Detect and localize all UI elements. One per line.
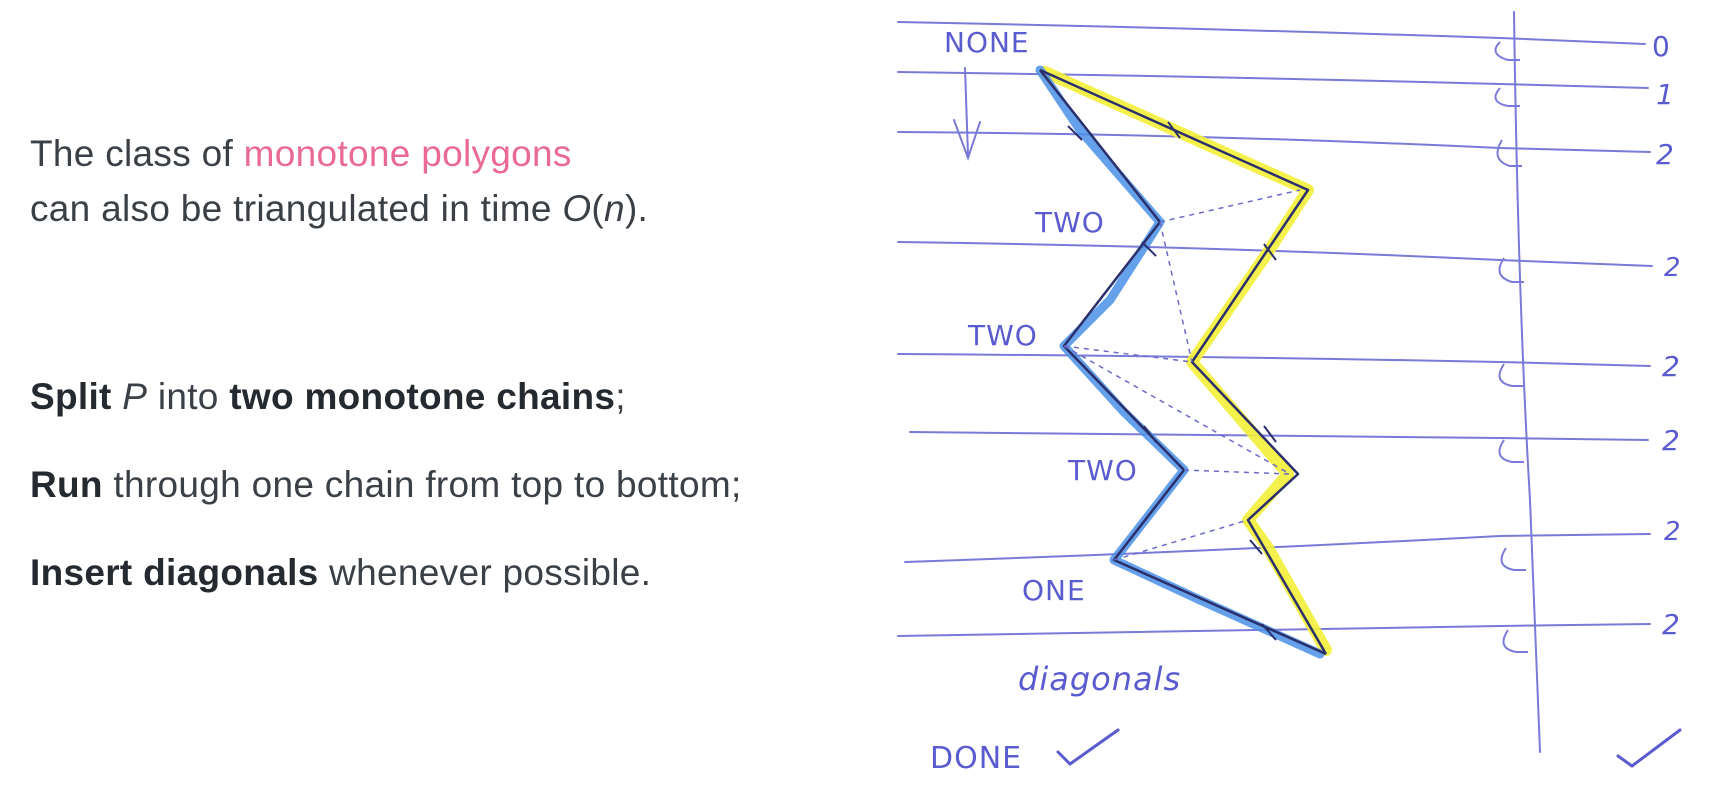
stack-count-4: 2 [1662,350,1681,383]
tick-4 [1141,241,1157,257]
step-run: Run through one chain from top to bottom… [30,463,742,507]
sweep-line-5 [909,431,1649,441]
diagonal-2 [1159,221,1193,363]
tick-3 [1263,243,1277,261]
bracket-3 [1498,257,1524,283]
bracket-5 [1498,439,1524,463]
run-keyword: Run [30,464,103,505]
split-keyword: Split [30,376,112,417]
bracket-1 [1494,87,1520,107]
intro-line-2-text: can also be triangulated in time [30,188,563,229]
split-end: ; [615,376,626,417]
stack-count-1: 1 [1656,78,1675,111]
polygon-outline [1039,68,1328,656]
polygon-variable: P [122,376,148,417]
sweep-line-1 [897,71,1649,89]
diagonal-5 [1183,469,1291,475]
insert-rest: whenever possible. [318,552,652,593]
label-done: DONE [930,741,1022,776]
done-checkmark [1056,728,1120,766]
label-none: NONE [944,26,1030,59]
sweep-lines [897,11,1653,753]
stack-count-7: 2 [1662,608,1681,641]
diagonals [1063,189,1301,561]
stack-count-0: 0 [1652,30,1671,63]
stack-checkmark [1616,728,1682,768]
sweep-line-6 [904,533,1651,563]
split-connector: into [147,376,230,417]
insert-diagonals-keyword: Insert diagonals [30,552,319,593]
sweep-line-0 [897,21,1646,45]
stack-brackets [1494,41,1528,653]
sweep-line-7 [897,623,1651,637]
stack-count-6: 2 [1664,517,1682,547]
diagonal-3 [1063,345,1193,363]
monotone-polygons-highlight: monotone polygons [243,133,572,174]
down-arrow-head [953,119,981,162]
bracket-4 [1498,363,1524,387]
bracket-0 [1494,41,1520,61]
label-one: ONE [1022,574,1086,607]
tick-2 [1067,125,1083,141]
step-split: Split P into two monotone chains; [30,375,626,419]
tick-marks [1067,121,1277,641]
intro-line-2: can also be triangulated in time O(n). [30,187,648,231]
down-arrow-shaft [964,67,969,156]
checkmarks [1056,728,1682,768]
open-paren: ( [591,188,605,229]
diagonal-6 [1113,519,1249,561]
tick-1 [1167,121,1181,139]
left-chain [1039,69,1327,656]
sweep-line-4 [897,353,1651,367]
label-diagonals: diagonals [1018,660,1181,698]
tick-8 [1261,623,1277,641]
big-o-symbol: O [562,188,592,229]
diagonal-1 [1159,189,1301,223]
stack-count-2: 2 [1656,138,1675,171]
bracket-7 [1502,629,1528,653]
diagonal-4 [1063,345,1291,475]
label-two-b: TWO [967,319,1038,352]
stack-counts: 0 1 2 2 2 2 2 2 [1652,30,1682,641]
close-paren: ). [624,188,649,229]
sweep-line-3 [897,241,1653,267]
right-chain [1039,68,1328,655]
stack-count-5: 2 [1662,424,1681,457]
monotone-polygon-sketch: NONE TWO TWO TWO ONE diagonals DONE 0 1 … [897,11,1682,776]
stack-divider [1513,11,1541,753]
intro-prefix: The class of [30,133,244,174]
n-variable: n [604,188,625,229]
label-two-c: TWO [1067,454,1138,487]
intro-line-1: The class of monotone polygons [30,132,572,176]
run-rest: through one chain from top to bottom; [102,464,742,505]
tick-7 [1249,539,1263,555]
tick-6 [1143,425,1157,443]
sweep-line-2 [897,131,1651,153]
bracket-6 [1500,547,1526,571]
bracket-2 [1496,139,1522,167]
step-insert: Insert diagonals whenever possible. [30,551,651,595]
label-two-a: TWO [1034,206,1105,239]
two-monotone-chains: two monotone chains [229,376,616,417]
tick-5 [1263,425,1277,443]
stack-count-3: 2 [1664,253,1682,283]
